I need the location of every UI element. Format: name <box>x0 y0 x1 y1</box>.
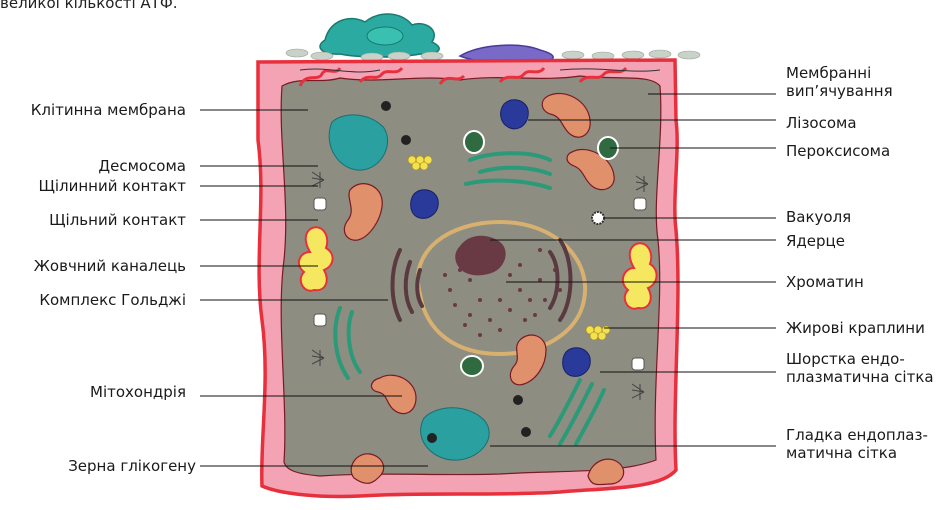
label-tight-junction: Щільний контакт <box>49 211 186 229</box>
vacuole <box>592 212 604 224</box>
label-gap-junction: Щілинний контакт <box>38 177 186 195</box>
label-membrane-protrusions: Мембранні вип’ячування <box>786 64 893 100</box>
label-cell-membrane: Клітинна мембрана <box>31 101 186 119</box>
label-peroxisome: Пероксисома <box>786 142 890 160</box>
label-chromatin: Хроматин <box>786 273 864 291</box>
label-fat-droplets: Жирові краплини <box>786 319 925 337</box>
label-desmosome: Десмосома <box>98 157 186 175</box>
label-nucleolus: Ядерце <box>786 232 845 250</box>
label-rough-er: Шорстка ендо- плазматична сітка <box>786 350 934 386</box>
label-golgi: Комплекс Гольджі <box>39 291 186 309</box>
label-glycogen: Зерна глікогену <box>68 457 196 475</box>
label-lysosome: Лізосома <box>786 114 857 132</box>
label-smooth-er: Гладка ендоплаз- матична сітка <box>786 426 928 462</box>
label-mitochondrion: Мітохондрія <box>90 383 186 401</box>
label-vacuole: Вакуоля <box>786 208 851 226</box>
label-bile-canaliculus: Жовчний каналець <box>34 257 186 275</box>
neighbor-cell-teal-nucleus <box>367 27 403 45</box>
